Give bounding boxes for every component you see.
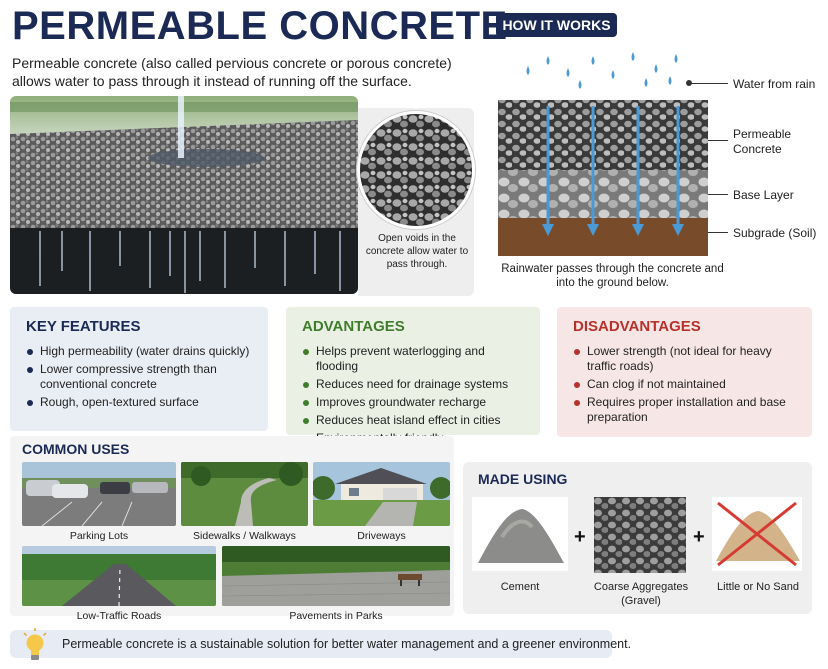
list-item: Improves groundwater recharge: [302, 395, 530, 410]
made-using-title: MADE USING: [478, 471, 568, 487]
cement-pile-image: [472, 497, 568, 571]
plus-sign: +: [693, 526, 705, 548]
material-label-cement: Cement: [500, 581, 540, 593]
use-label-sidewalks: Sidewalks / Walkways: [193, 530, 296, 542]
how-it-works-badge: HOW IT WORKS: [496, 13, 617, 37]
use-label-driveways: Driveways: [357, 530, 406, 542]
leader-line: [690, 83, 728, 84]
gravel-image: [594, 497, 686, 573]
list-item: Helps prevent waterlogging and flooding: [302, 344, 530, 374]
footer-text: Permeable concrete is a sustainable solu…: [62, 637, 632, 651]
label-subgrade: Subgrade (Soil): [733, 226, 817, 240]
key-features-list: High permeability (water drains quickly)…: [26, 344, 258, 413]
key-features-box: KEY FEATURES High permeability (water dr…: [10, 307, 268, 431]
park-pavement-image: [222, 546, 450, 606]
list-item: Lower strength (not ideal for heavy traf…: [573, 344, 802, 374]
leader-dot: [686, 80, 692, 86]
advantages-title: ADVANTAGES: [302, 318, 405, 335]
intro-text: Permeable concrete (also called pervious…: [12, 55, 452, 89]
list-item: Lower compressive strength than conventi…: [26, 362, 258, 392]
advantages-list: Helps prevent waterlogging and flooding …: [302, 344, 530, 449]
driveway-image: [313, 462, 450, 526]
common-uses-title: COMMON USES: [22, 441, 130, 457]
plus-sign: +: [574, 526, 586, 548]
use-label-park-pavements: Pavements in Parks: [289, 610, 383, 622]
lightbulb-icon: [22, 628, 48, 662]
disadvantages-box: DISADVANTAGES Lower strength (not ideal …: [557, 307, 812, 437]
disadvantages-list: Lower strength (not ideal for heavy traf…: [573, 344, 802, 428]
key-features-title: KEY FEATURES: [26, 318, 141, 335]
footer-banner: [10, 630, 612, 658]
layer-diagram: [498, 48, 714, 258]
sidewalk-image: [181, 462, 308, 526]
disadvantages-title: DISADVANTAGES: [573, 318, 701, 335]
how-it-works-caption: Rainwater passes through the concrete an…: [501, 263, 724, 289]
leader-line: [708, 232, 728, 233]
list-item: High permeability (water drains quickly): [26, 344, 258, 359]
advantages-box: ADVANTAGES Helps prevent waterlogging an…: [286, 307, 540, 445]
list-item: Reduces need for drainage systems: [302, 377, 530, 392]
sand-crossed-image: [712, 497, 802, 571]
zoom-detail-image: [357, 111, 475, 229]
hero-image: [10, 96, 358, 294]
leader-line: [708, 140, 728, 141]
label-permeable-concrete: Permeable Concrete: [733, 127, 792, 156]
list-item: Can clog if not maintained: [573, 377, 802, 392]
material-label-sand: Little or No Sand: [717, 581, 799, 593]
zoom-caption: Open voids in the concrete allow water t…: [365, 233, 469, 270]
list-item: Requires proper installation and base pr…: [573, 395, 802, 425]
page-title: PERMEABLE CONCRETE: [12, 4, 508, 48]
list-item: Rough, open-textured surface: [26, 395, 258, 410]
leader-line: [708, 194, 728, 195]
label-base-layer: Base Layer: [733, 188, 794, 202]
use-label-parking-lots: Parking Lots: [69, 530, 129, 542]
parking-lot-image: [22, 462, 176, 526]
list-item: Reduces heat island effect in cities: [302, 413, 530, 428]
label-water-from-rain: Water from rain: [733, 77, 816, 91]
road-image: [22, 546, 216, 606]
use-label-roads: Low-Traffic Roads: [76, 610, 162, 622]
material-label-gravel: Coarse Aggregates (Gravel): [593, 581, 689, 607]
